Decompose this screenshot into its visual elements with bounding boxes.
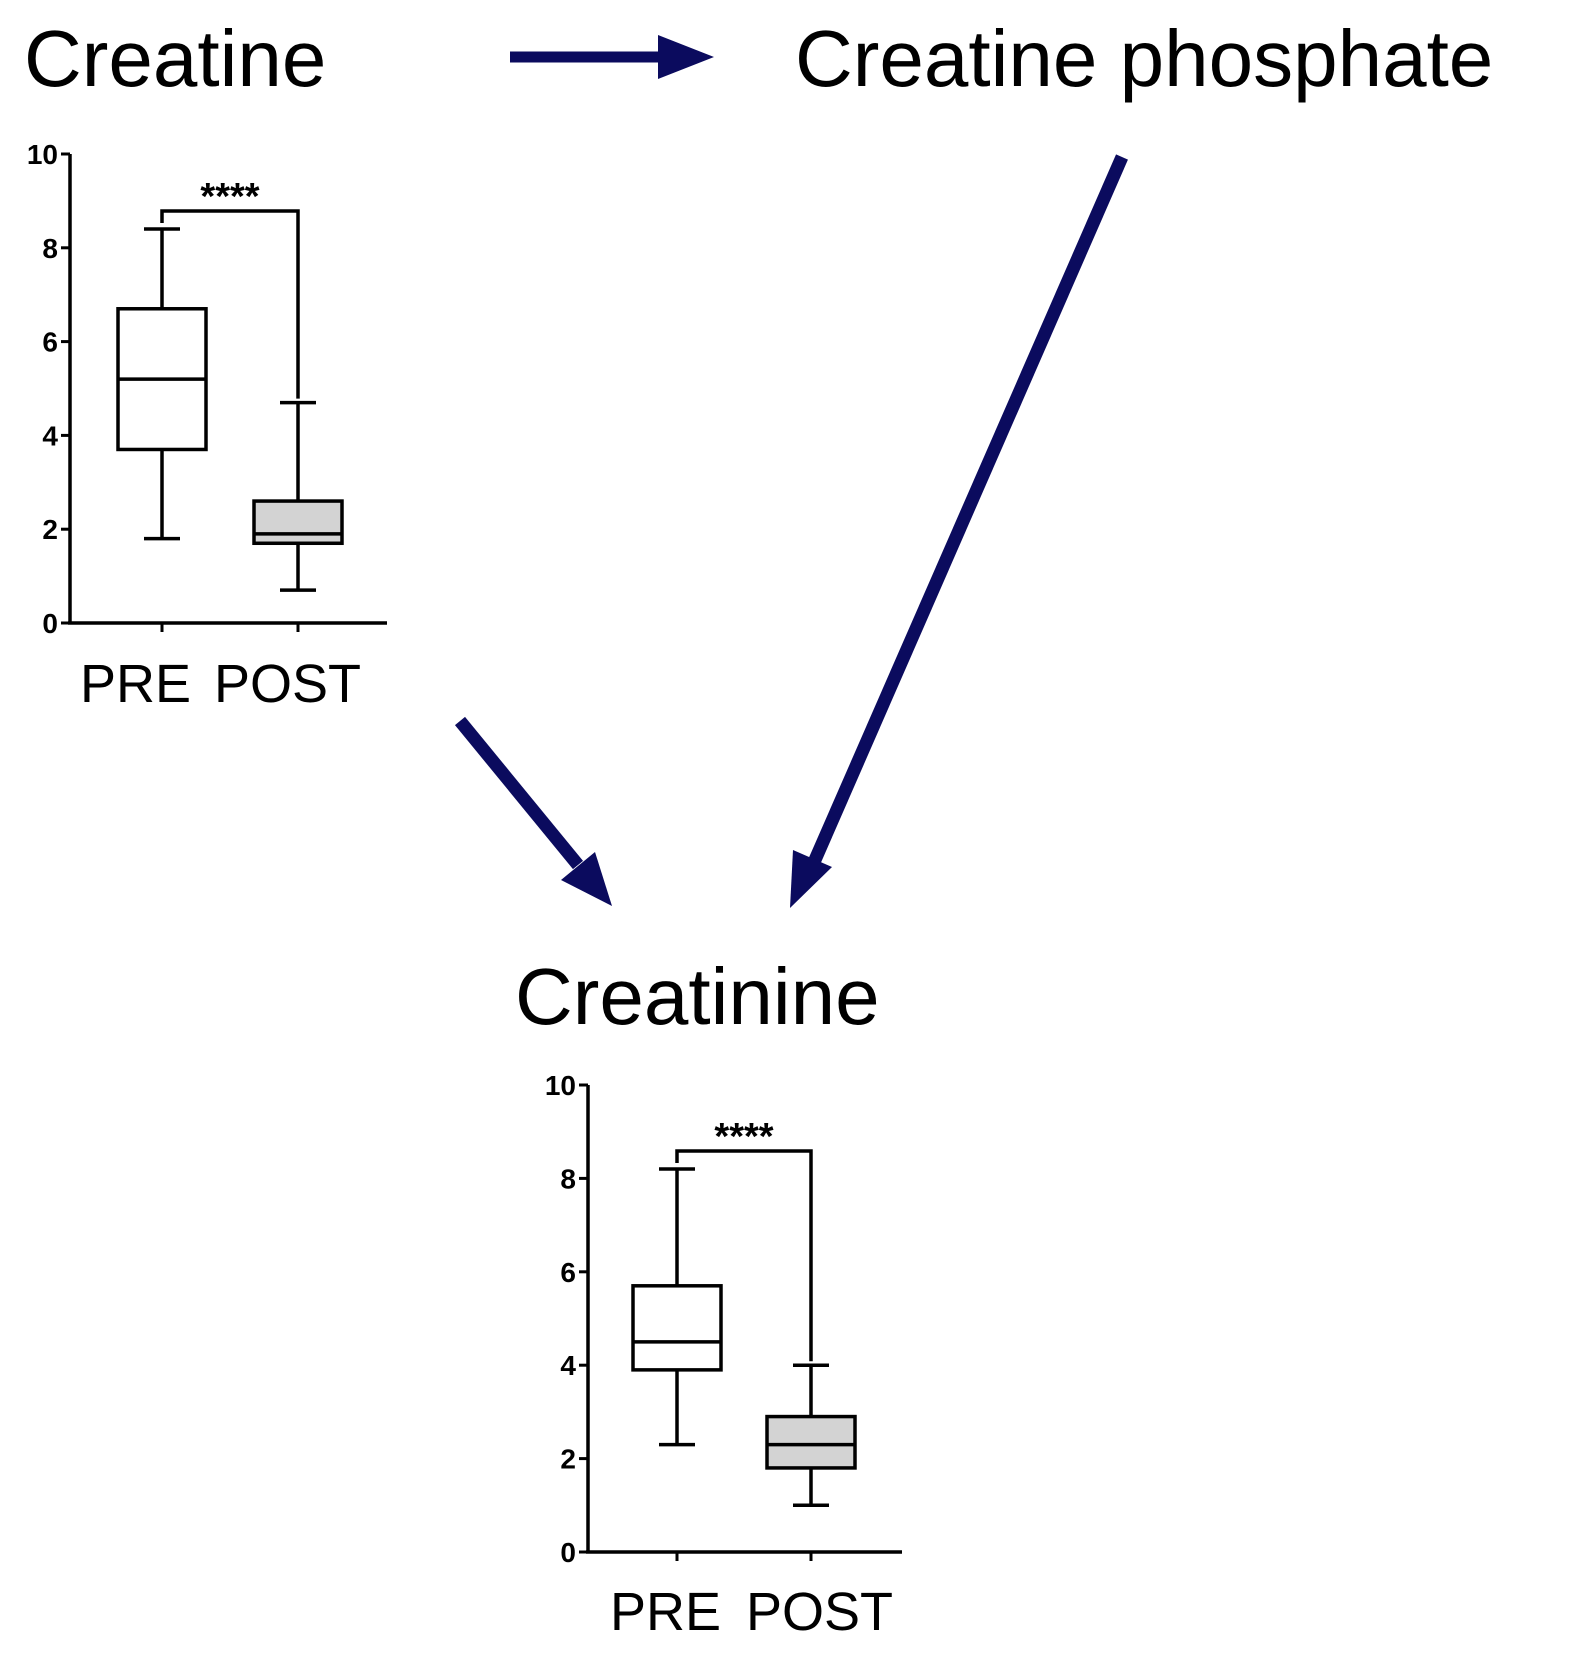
y-tick-label: 0 [42, 608, 58, 639]
arrow-phosphate-to-creatinine-head [790, 850, 832, 908]
creatine-boxplot: 0 2 4 6 8 10 PRE POST **** [27, 139, 387, 714]
significance-bracket: **** [160, 176, 300, 399]
y-tick-label: 4 [560, 1350, 576, 1381]
creatine-phosphate-label: Creatine phosphate [795, 14, 1493, 103]
boxes [116, 227, 344, 592]
y-tick-label: 2 [42, 514, 58, 545]
category-label-pre: PRE [80, 654, 191, 714]
pre-box [631, 1284, 723, 1372]
y-tick-label: 10 [545, 1070, 576, 1101]
y-tick-label: 8 [560, 1163, 576, 1194]
arrow-phosphate-to-creatinine-shaft [809, 154, 1128, 863]
y-tick-label: 0 [560, 1537, 576, 1568]
creatinine-label: Creatinine [515, 952, 880, 1041]
category-label-post: POST [746, 1582, 893, 1642]
arrow-creatine-to-creatinine-shaft [454, 716, 584, 870]
y-tick-label: 2 [560, 1444, 576, 1475]
boxes [631, 1167, 857, 1508]
x-ticks: PRE POST [80, 623, 361, 714]
y-ticks: 0 2 4 6 8 10 [27, 139, 70, 639]
creatine-label: Creatine [24, 14, 326, 103]
category-label-pre: PRE [610, 1582, 721, 1642]
arrow-creatine-to-phosphate-head [658, 35, 714, 79]
y-tick-label: 8 [42, 233, 58, 264]
arrow-creatine-to-creatinine-head [561, 852, 612, 906]
y-tick-label: 6 [42, 327, 58, 358]
x-ticks: PRE POST [610, 1552, 893, 1642]
y-tick-label: 10 [27, 139, 58, 170]
significance-bracket-line [675, 1149, 813, 1362]
significance-bracket-line [160, 209, 300, 399]
creatinine-boxplot: 0 2 4 6 8 10 PRE POST **** [545, 1070, 902, 1642]
y-tick-label: 6 [560, 1257, 576, 1288]
significance-stars: **** [714, 1116, 773, 1158]
category-label-post: POST [214, 654, 361, 714]
significance-stars: **** [200, 176, 259, 218]
post-box [252, 499, 344, 546]
y-tick-label: 4 [42, 420, 58, 451]
post-box [765, 1414, 857, 1470]
y-ticks: 0 2 4 6 8 10 [545, 1070, 588, 1568]
pathway-arrows [454, 35, 1128, 908]
significance-bracket: **** [675, 1116, 813, 1362]
